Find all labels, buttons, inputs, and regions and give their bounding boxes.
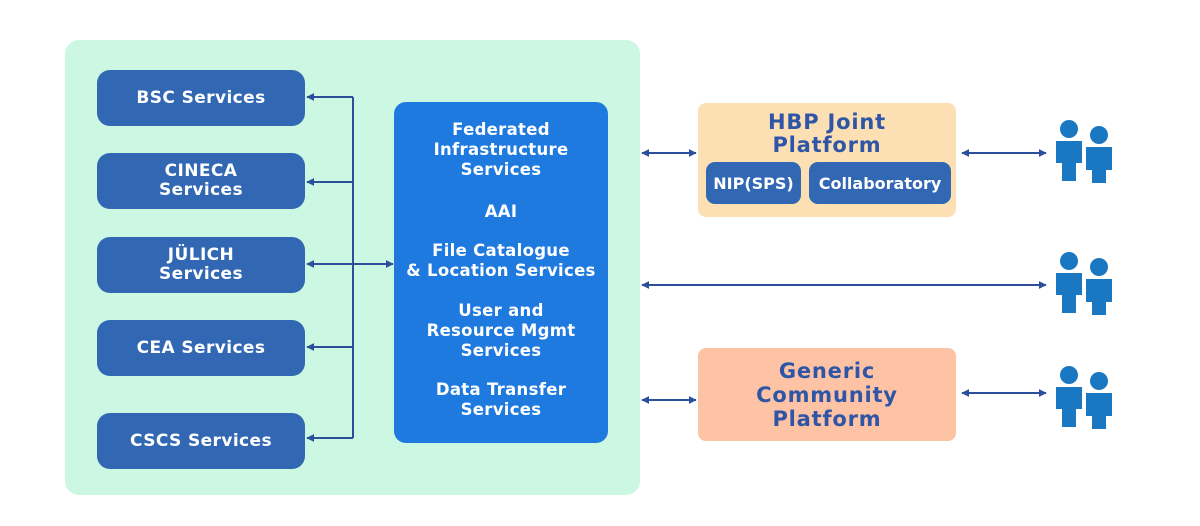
cscs-services-box: CSCS Services [97,413,305,469]
collaboratory-box: Collaboratory [809,162,951,204]
data-transfer-label: Data Transfer Services [435,380,567,419]
julich-services-box: JÜLICH Services [97,237,305,293]
hbp-joint-platform-box: HBP Joint Platform NIP(SPS) Collaborator… [698,103,956,217]
generic-community-platform-box: Generic Community Platform [698,348,956,441]
nip-sps-box: NIP(SPS) [706,162,801,204]
federated-infrastructure-box: Federated Infrastructure Services AAI Fi… [394,102,608,443]
cea-services-box: CEA Services [97,320,305,376]
nip-sps-label: NIP(SPS) [713,173,794,193]
cineca-services-label: CINECA Services [159,161,243,200]
bsc-services-box: BSC Services [97,70,305,126]
cineca-services-box: CINECA Services [97,153,305,209]
users-icon [1056,120,1112,183]
file-catalogue-label: File Catalogue & Location Services [406,241,596,280]
users-icon [1056,252,1112,315]
users-icon [1056,366,1112,429]
cea-services-label: CEA Services [136,337,266,358]
aai-label: AAI [484,202,518,221]
federated-title: Federated Infrastructure Services [433,120,569,179]
julich-services-label: JÜLICH Services [159,245,243,284]
bsc-services-label: BSC Services [136,87,266,108]
cscs-services-label: CSCS Services [130,430,272,451]
generic-platform-title: Generic Community Platform [756,358,898,431]
user-resource-mgmt-label: User and Resource Mgmt Services [426,301,576,360]
collaboratory-label: Collaboratory [818,173,942,193]
hbp-platform-title: HBP Joint Platform [768,110,886,157]
